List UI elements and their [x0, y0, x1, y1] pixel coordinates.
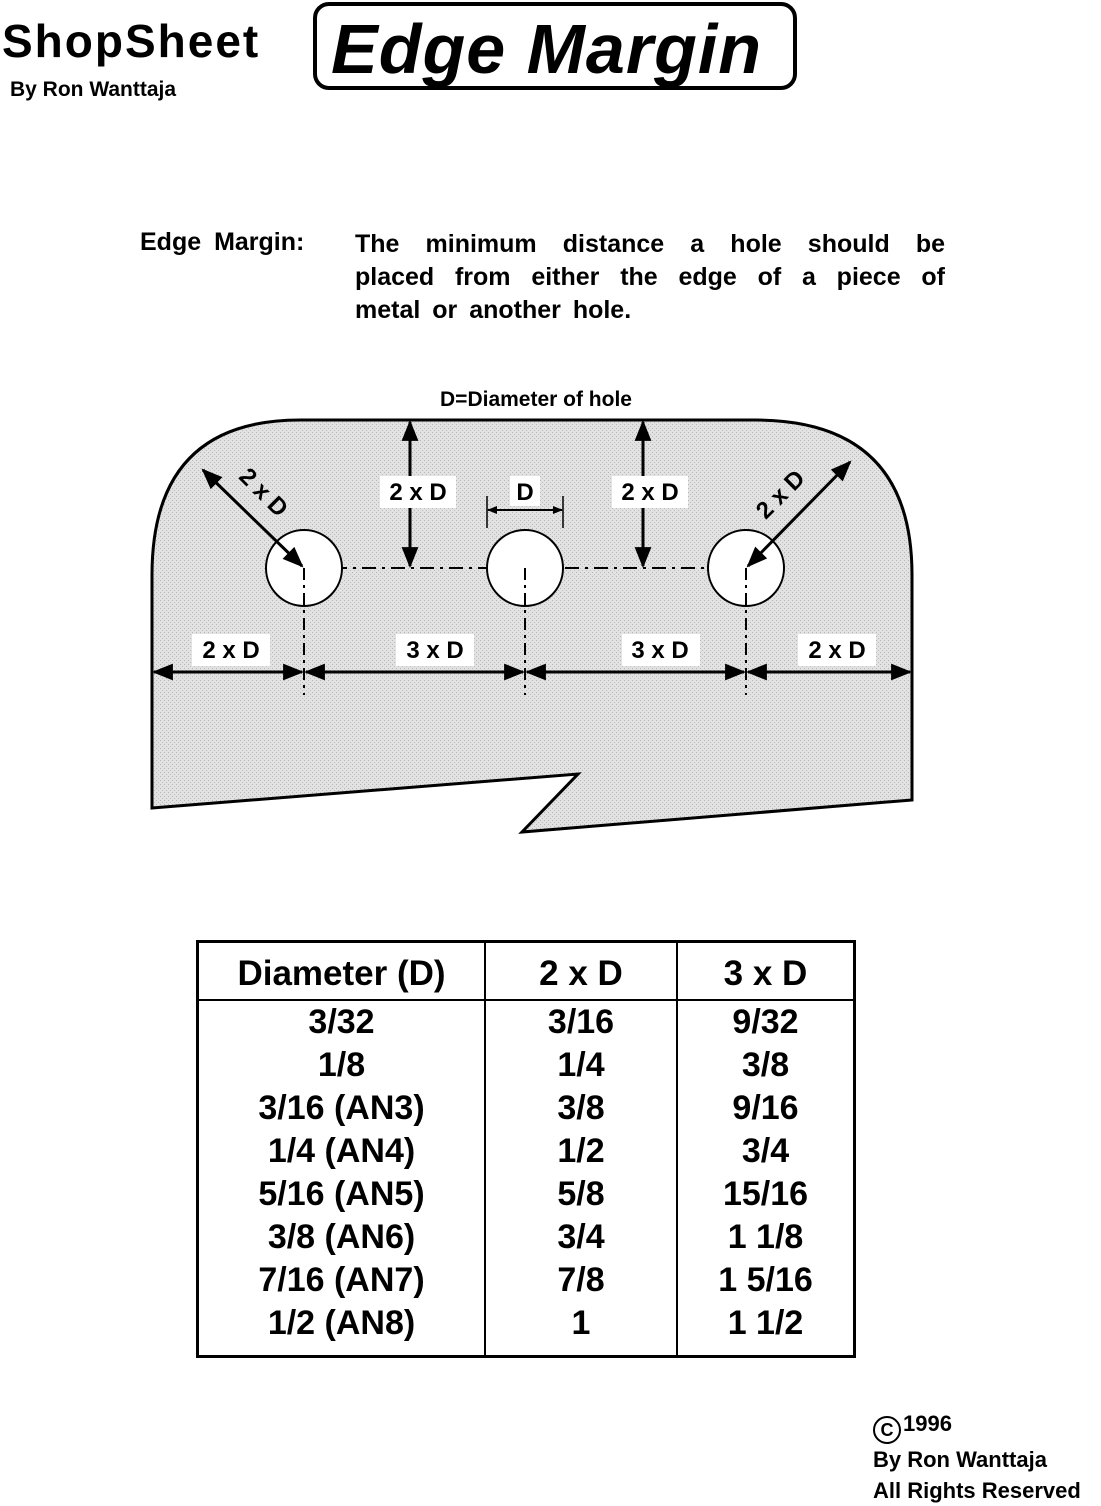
cell-diameter: 1/4 (AN4) [267, 1132, 416, 1170]
cell-2xd: 3/4 [484, 1216, 677, 1259]
label-2xd-edge-left: 2 x D [202, 637, 259, 664]
label-2xd-vertical-left: 2 x D [389, 479, 446, 506]
copyright-icon: C [873, 1416, 901, 1444]
cell-2xd: 3/8 [484, 1087, 677, 1130]
column-header-2xd: 2 x D [484, 941, 677, 1001]
label-2xd-vertical-right: 2 x D [621, 479, 678, 506]
cell-3xd: 1 1/8 [676, 1216, 855, 1259]
cell-3xd: 3/4 [676, 1130, 855, 1173]
table-header-row: Diameter (D) 2 x D 3 x D [197, 941, 855, 1001]
definition-term: Edge Margin: [140, 228, 305, 256]
cell-diameter: 7/16 (AN7) [258, 1261, 425, 1299]
cell-diameter: 1/8 [317, 1046, 366, 1084]
column-header-diameter: Diameter (D) [197, 941, 485, 1001]
cell-3xd: 15/16 [676, 1173, 855, 1216]
cell-diameter: 3/32 [308, 1003, 375, 1041]
cell-2xd: 1/2 [484, 1130, 677, 1173]
cell-2xd: 7/8 [484, 1259, 677, 1302]
cell-2xd: 1 [484, 1302, 677, 1357]
cell-3xd: 1 5/16 [676, 1259, 855, 1302]
copyright-rights: All Rights Reserved [873, 1478, 1081, 1503]
cell-diameter: 3/8 (AN6) [267, 1218, 416, 1256]
label-2xd-edge-right: 2 x D [808, 637, 865, 664]
cell-3xd: 1 1/2 [676, 1302, 855, 1357]
column-header-3xd: 3 x D [676, 941, 855, 1001]
metal-plate [150, 418, 914, 834]
cell-diameter: 1/2 (AN8) [267, 1304, 416, 1342]
label-d: D [516, 479, 533, 506]
copyright-author: By Ron Wanttaja [873, 1447, 1047, 1472]
copyright-year: 1996 [903, 1411, 952, 1436]
cell-3xd: 9/16 [676, 1087, 855, 1130]
title-frame [313, 2, 797, 90]
cell-diameter: 3/16 (AN3) [258, 1089, 425, 1127]
brand-name: ShopSheet [2, 15, 261, 67]
cell-3xd: 9/32 [676, 1000, 855, 1044]
definition-text: The minimum distance a hole should be pl… [355, 230, 945, 324]
label-3xd-right: 3 x D [631, 637, 688, 664]
cell-2xd: 1/4 [484, 1044, 677, 1087]
cell-2xd: 5/8 [484, 1173, 677, 1216]
label-3xd-left: 3 x D [406, 637, 463, 664]
diagonal-arrow-left [201, 468, 304, 568]
page-title: Edge Margin [331, 10, 763, 88]
cell-3xd: 3/8 [676, 1044, 855, 1087]
diagonal-arrow-right [746, 460, 852, 568]
author-byline: By Ron Wanttaja [10, 78, 177, 101]
diagram-caption: D=Diameter of hole [440, 388, 632, 411]
edge-margin-diagram: D=Diameter of hole 2 x D 2 x D D 2 x D 2… [150, 388, 914, 834]
cell-diameter: 5/16 (AN5) [258, 1175, 425, 1213]
cell-2xd: 3/16 [484, 1000, 677, 1044]
